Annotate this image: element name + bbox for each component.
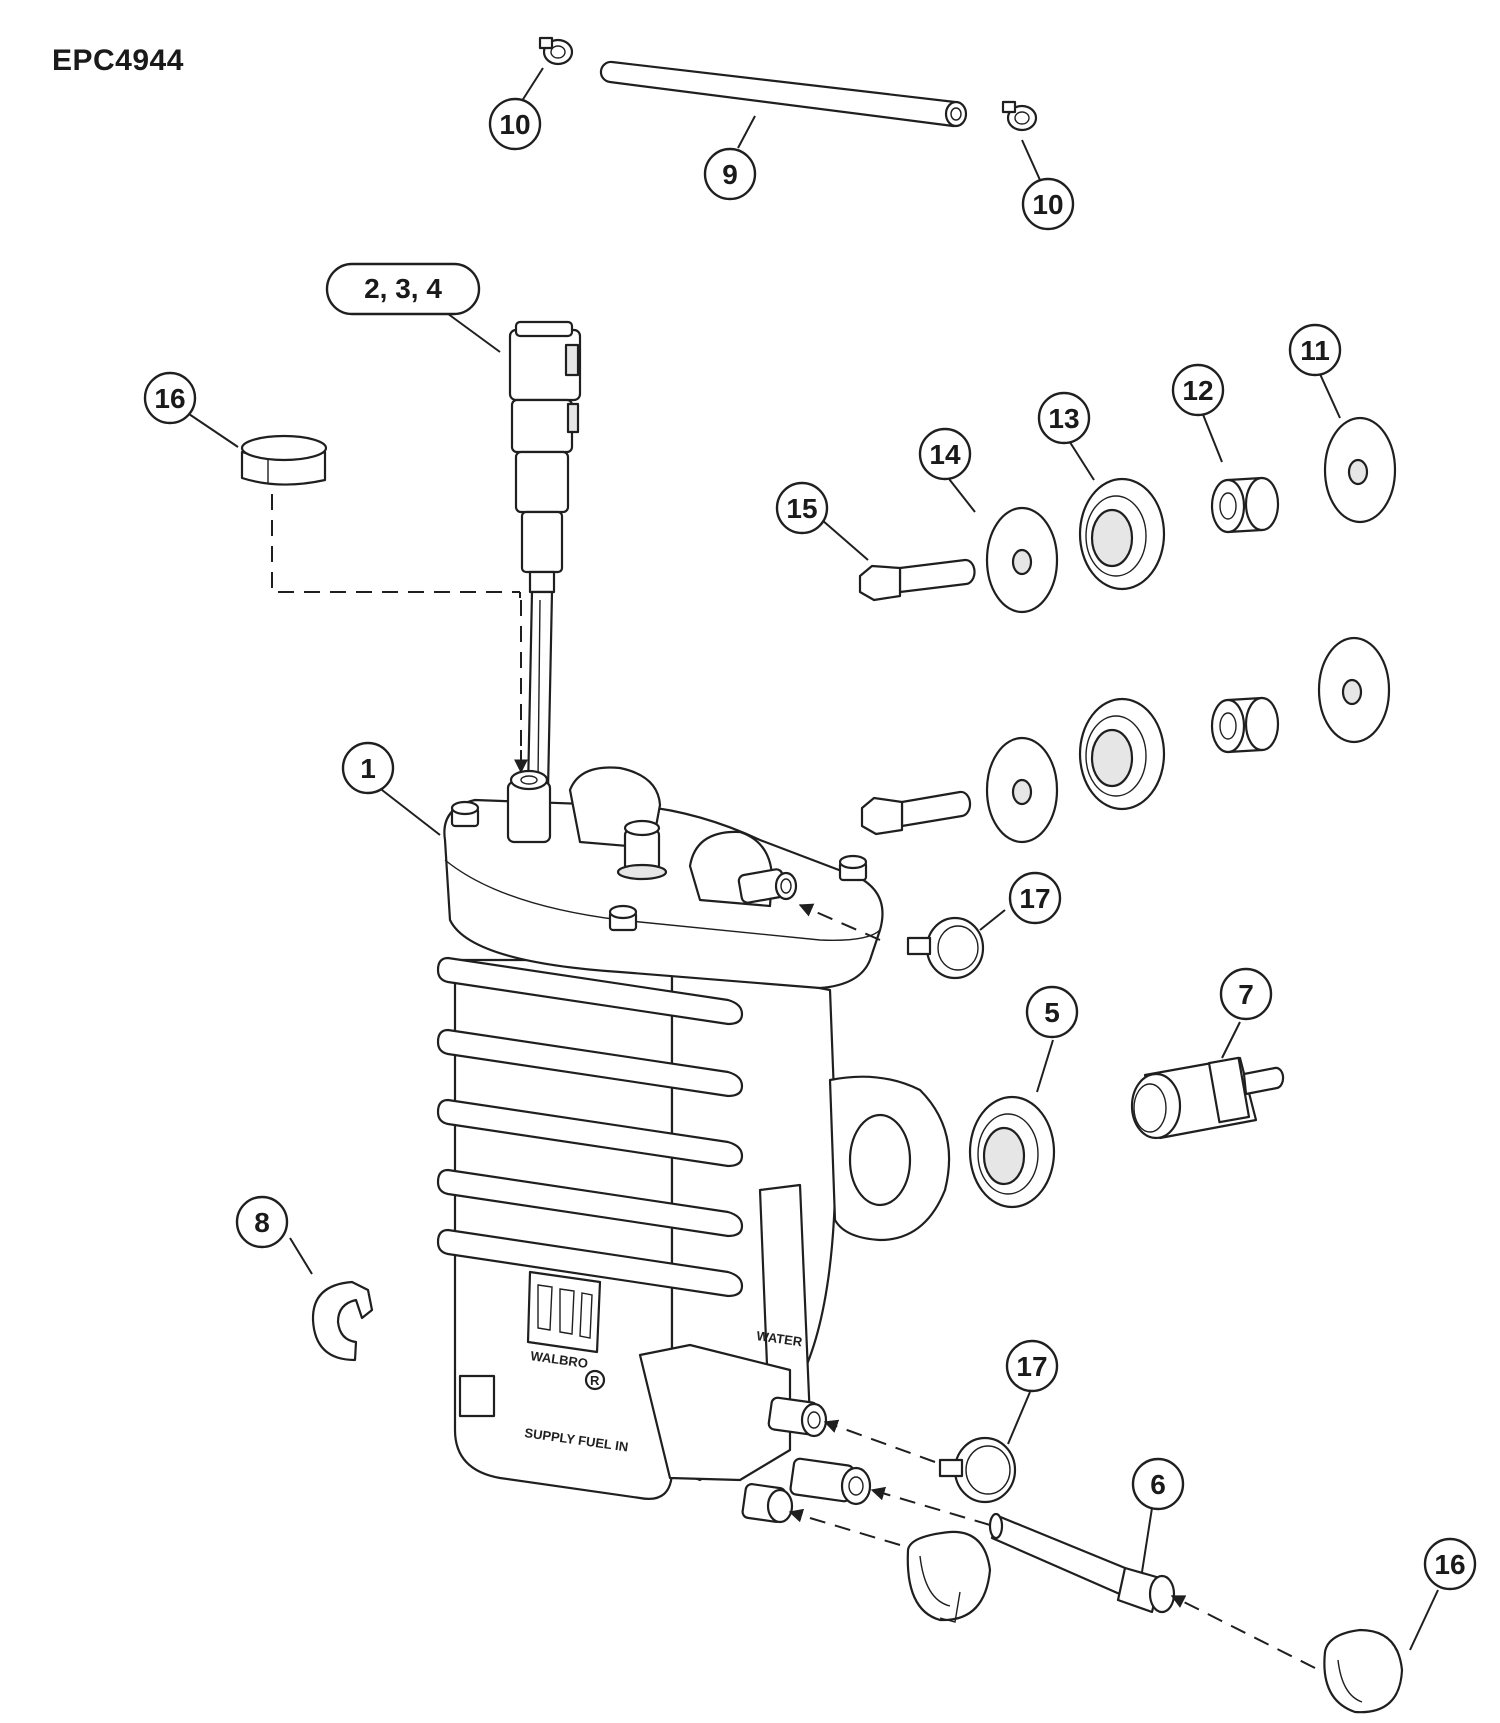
callout-6-label: 6 [1150,1469,1166,1500]
callout-13: 13 [1037,391,1091,445]
flat-washer-11 [1323,416,1397,524]
callout-10-right-label: 10 [1032,189,1063,220]
lid-screw [450,800,480,828]
callout-16-upper: 16 [143,371,197,425]
e-clip-8 [311,1280,374,1362]
clamp-ring-16-upper [240,434,328,486]
hose-clamp-left [538,36,574,66]
callout-16-upper-label: 16 [154,383,185,414]
callout-6: 6 [1131,1457,1185,1511]
callout-8: 8 [235,1195,289,1249]
callout-9-label: 9 [722,159,738,190]
callout-7-label: 7 [1238,979,1254,1010]
callout-1-label: 1 [360,753,376,784]
inlet-filter-6 [988,1512,1176,1614]
fuel-pump-housing: WALBRO R WATER SUPPLY FUEL IN [436,766,951,1524]
flat-washer-lower [985,736,1059,844]
callout-15: 15 [775,481,829,535]
clamp-ring-16-lower [1323,1628,1404,1714]
assembly-guide-lines [271,494,1316,1669]
supply-port [789,1457,872,1506]
callout-10-left-label: 10 [499,109,530,140]
bolt-15 [858,558,976,602]
callout-12: 12 [1171,363,1225,417]
grommet-5 [968,1095,1056,1209]
return-port [741,1483,794,1524]
hose-clamp-17-upper [906,916,985,980]
callout-11: 11 [1288,323,1342,377]
lid-screw [608,904,638,932]
callout-10-right: 10 [1021,177,1075,231]
callout-16-lower-label: 16 [1434,1549,1465,1580]
callout-10-left: 10 [488,97,542,151]
callout-7: 7 [1219,967,1273,1021]
diagram-title: EPC4944 [52,44,184,77]
callout-11-label: 11 [1300,335,1330,366]
callout-12-label: 12 [1182,375,1213,406]
flat-washer-lower-right [1317,636,1391,744]
spacer-lower [1210,696,1280,754]
hose-clamp-17-lower [938,1436,1017,1504]
callout-5: 5 [1025,985,1079,1039]
water-sensor-7 [1130,1056,1285,1140]
water-port [767,1396,828,1438]
hose-clamp-right [1001,100,1038,132]
callout-15-label: 15 [786,493,817,524]
callout-8-label: 8 [254,1207,270,1238]
water-emboss: WATER [756,1328,804,1349]
callout-17-upper-label: 17 [1019,883,1050,914]
registered-mark: R [590,1373,600,1388]
callout-2-3-4: 2, 3, 4 [325,262,481,316]
callout-16-lower: 16 [1423,1537,1477,1591]
bolt-lower [860,790,972,836]
spacer-12 [1210,476,1280,534]
callout-5-label: 5 [1044,997,1060,1028]
flat-washer-14 [985,506,1059,614]
callout-17-upper: 17 [1008,871,1062,925]
callout-14: 14 [918,427,972,481]
clamp-ring-lower [906,1530,992,1623]
outlet-elbow [688,830,798,908]
vent-valve [616,819,668,881]
harness-inlet-nipple [506,769,552,844]
callout-17-lower: 17 [1005,1339,1059,1393]
callout-13-label: 13 [1048,403,1079,434]
callout-2-3-4-label: 2, 3, 4 [364,273,442,304]
callout-9: 9 [703,147,757,201]
callout-14-label: 14 [929,439,961,470]
callout-1: 1 [341,741,395,795]
grommet-13 [1078,477,1166,591]
lid-screw [838,854,868,882]
fuel-hose [599,60,968,128]
grommet-lower [1078,697,1166,811]
callout-17-lower-label: 17 [1016,1351,1047,1382]
